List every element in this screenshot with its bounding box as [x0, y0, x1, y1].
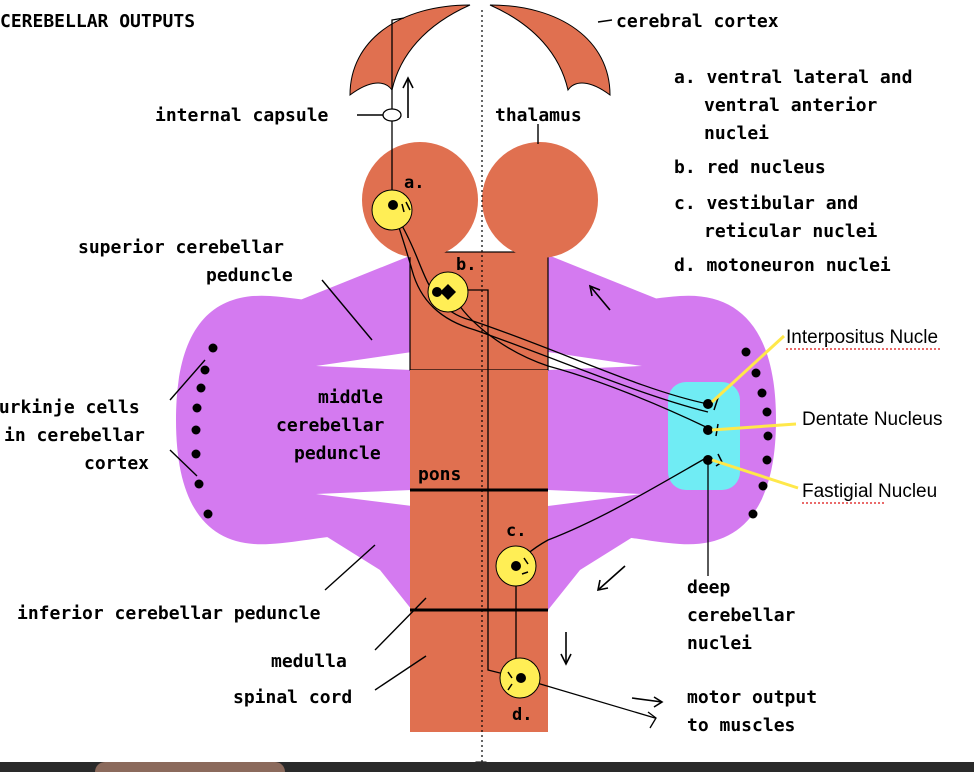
inferior-peduncle-right	[548, 490, 660, 610]
internal-capsule-marker	[382, 108, 402, 122]
marker-d: d.	[512, 705, 532, 725]
annotation-dentate: Dentate Nucleus	[802, 409, 942, 430]
legend-a-line1: a. ventral lateral and	[674, 67, 912, 88]
brainstem-pons	[410, 370, 548, 490]
cerebral-cortex-right	[489, 4, 611, 97]
notch	[316, 352, 412, 370]
superior-peduncle-left	[300, 255, 412, 345]
legend-a-line2: ventral anterior	[704, 95, 878, 116]
label-spinal-cord: spinal cord	[233, 687, 352, 708]
label-pons: pons	[418, 464, 461, 485]
label-cerebral-cortex: cerebral cortex	[616, 11, 779, 32]
annotation-fastigial: Fastigial Nucleu	[802, 481, 937, 502]
cerebral-cortex-left	[349, 4, 471, 97]
notch	[548, 490, 642, 506]
label-thalamus: thalamus	[495, 105, 582, 126]
cerebellum	[176, 255, 776, 610]
legend-c-line1: c. vestibular and	[674, 193, 858, 214]
legend-c-line2: reticular nuclei	[704, 221, 878, 242]
label-purkinje-1: Purkinje cells	[0, 397, 140, 418]
nucleus-c	[495, 545, 537, 587]
photo-fragment	[95, 762, 285, 772]
label-middle-1: middle	[318, 387, 383, 408]
label-deep-2: cerebellar	[687, 605, 796, 626]
nucleus-b	[427, 271, 469, 313]
brainstem-midbrain	[409, 251, 549, 371]
superior-peduncle-right	[548, 255, 660, 345]
thalamus-right	[482, 142, 598, 258]
deep-nuclei-dots	[703, 397, 723, 467]
marker-b: b.	[456, 255, 476, 275]
purkinje-dots-right	[741, 347, 773, 519]
nucleus-d	[499, 657, 541, 699]
marker-c: c.	[506, 521, 526, 541]
label-internal-capsule: internal capsule	[155, 105, 329, 126]
label-superior-peduncle-1: superior cerebellar	[78, 237, 284, 258]
notch	[316, 490, 412, 506]
inferior-peduncle-left	[300, 490, 412, 610]
legend-b: b. red nucleus	[674, 157, 826, 178]
leader-lines	[169, 19, 613, 691]
label-medulla: medulla	[271, 651, 347, 672]
annotation-lines	[710, 334, 799, 490]
label-motor-2: to muscles	[687, 715, 795, 736]
label-inferior-peduncle: inferior cerebellar peduncle	[17, 603, 321, 624]
bottom-edge-bar	[0, 762, 974, 772]
legend-a-line3: nuclei	[704, 123, 769, 144]
label-superior-peduncle-2: peduncle	[206, 265, 293, 286]
marker-a: a.	[404, 173, 424, 193]
label-purkinje-2: in cerebellar	[4, 425, 145, 446]
label-motor-1: motor output	[687, 687, 817, 708]
label-purkinje-3: cortex	[84, 453, 149, 474]
label-deep-3: nuclei	[687, 633, 752, 654]
label-middle-3: peduncle	[294, 443, 381, 464]
brainstem	[409, 251, 549, 732]
arrows	[402, 76, 664, 708]
annotation-interpositus: Interpositus Nucle	[786, 327, 938, 348]
label-deep-1: deep	[687, 577, 731, 598]
label-middle-2: cerebellar	[276, 415, 385, 436]
nucleus-a	[371, 189, 413, 231]
diagram-title: CEREBELLAR OUTPUTS	[0, 11, 195, 32]
legend-d: d. motoneuron nuclei	[674, 255, 891, 276]
purkinje-dots-left	[191, 343, 218, 519]
